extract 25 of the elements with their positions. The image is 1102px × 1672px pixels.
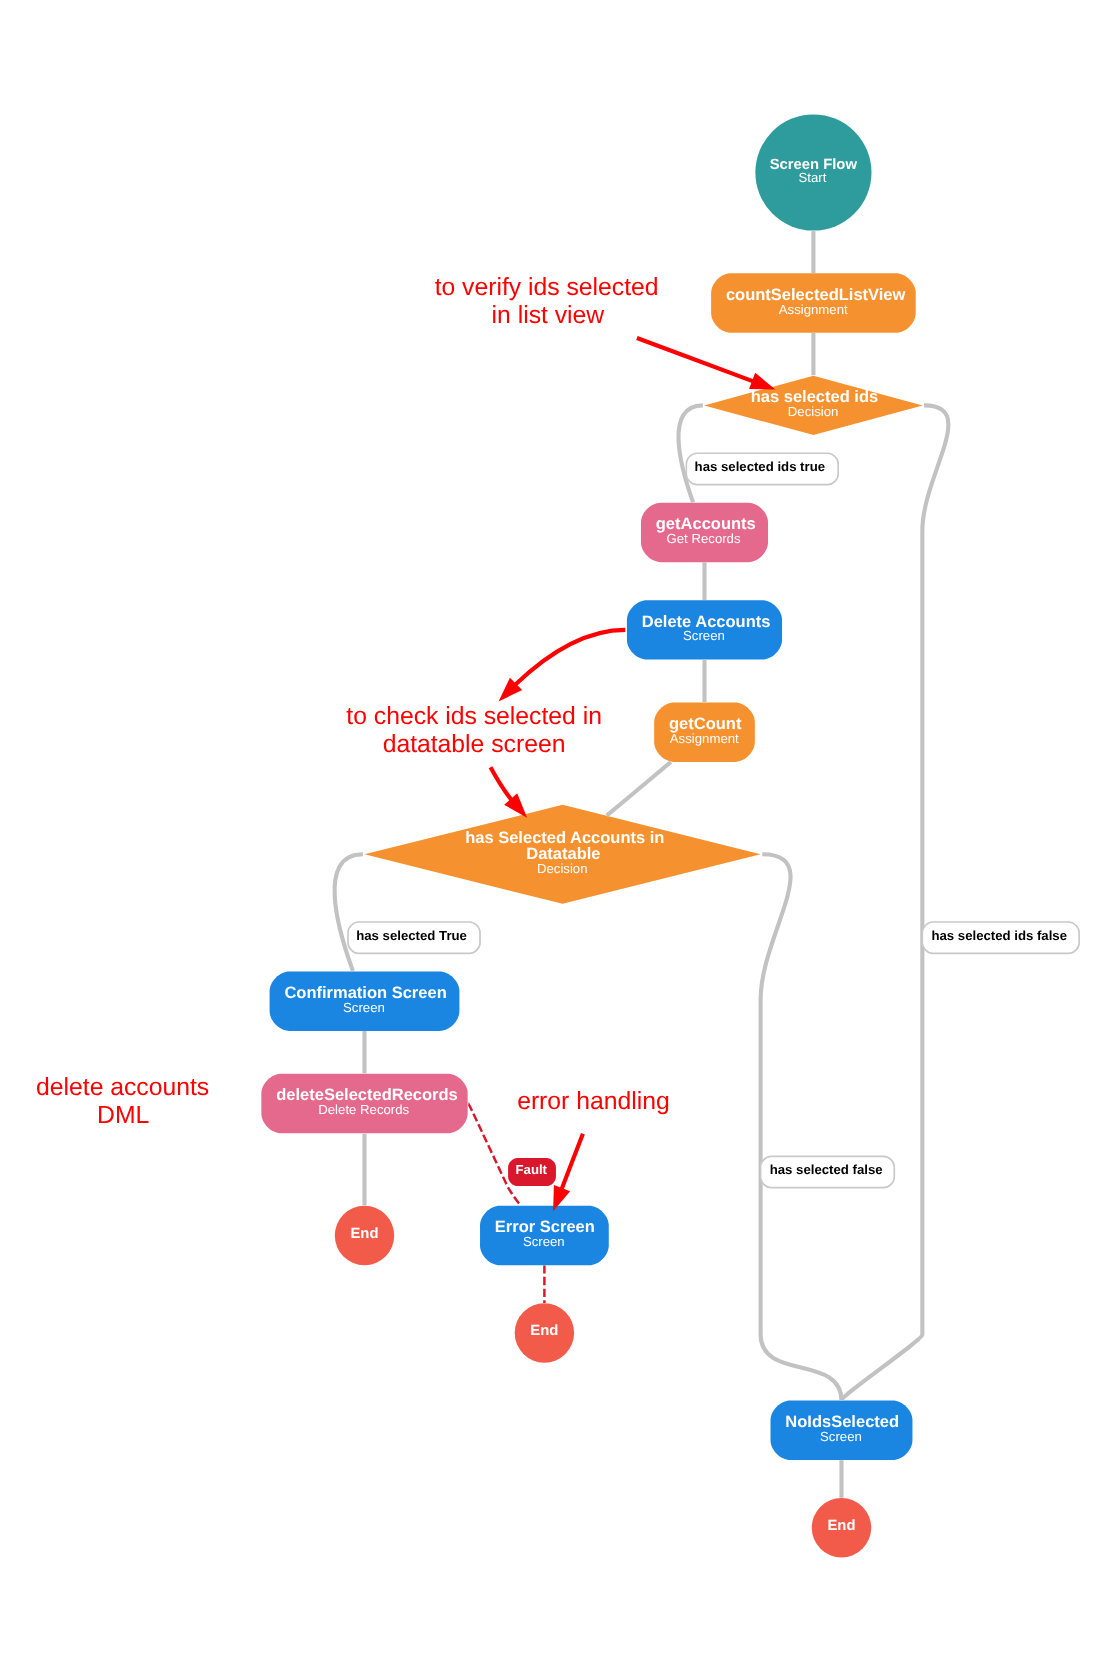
connector	[840, 403, 951, 1403]
node-circle: End	[811, 1498, 872, 1558]
arrow	[636, 336, 776, 390]
connector	[702, 562, 707, 600]
connector	[362, 1133, 367, 1206]
node-text: to check ids selected in datatable screen	[346, 701, 602, 758]
connector	[702, 659, 707, 702]
arrow	[488, 766, 528, 818]
connector	[676, 403, 704, 503]
arrow	[498, 627, 626, 702]
node-text: to verify ids selected in list view	[434, 272, 659, 329]
arrow	[553, 1133, 585, 1212]
connector	[811, 231, 816, 274]
connector	[758, 852, 844, 1401]
connector	[811, 332, 816, 376]
connector	[605, 760, 673, 818]
connector	[543, 1265, 546, 1304]
connector	[332, 852, 364, 972]
connector	[362, 1030, 367, 1074]
node-circle: End	[334, 1205, 395, 1266]
connector	[839, 1460, 844, 1498]
node-circle: End	[514, 1303, 575, 1363]
node-text: error handling	[517, 1087, 670, 1116]
label: delete accounts DML	[36, 1073, 210, 1130]
connector	[467, 1102, 522, 1207]
